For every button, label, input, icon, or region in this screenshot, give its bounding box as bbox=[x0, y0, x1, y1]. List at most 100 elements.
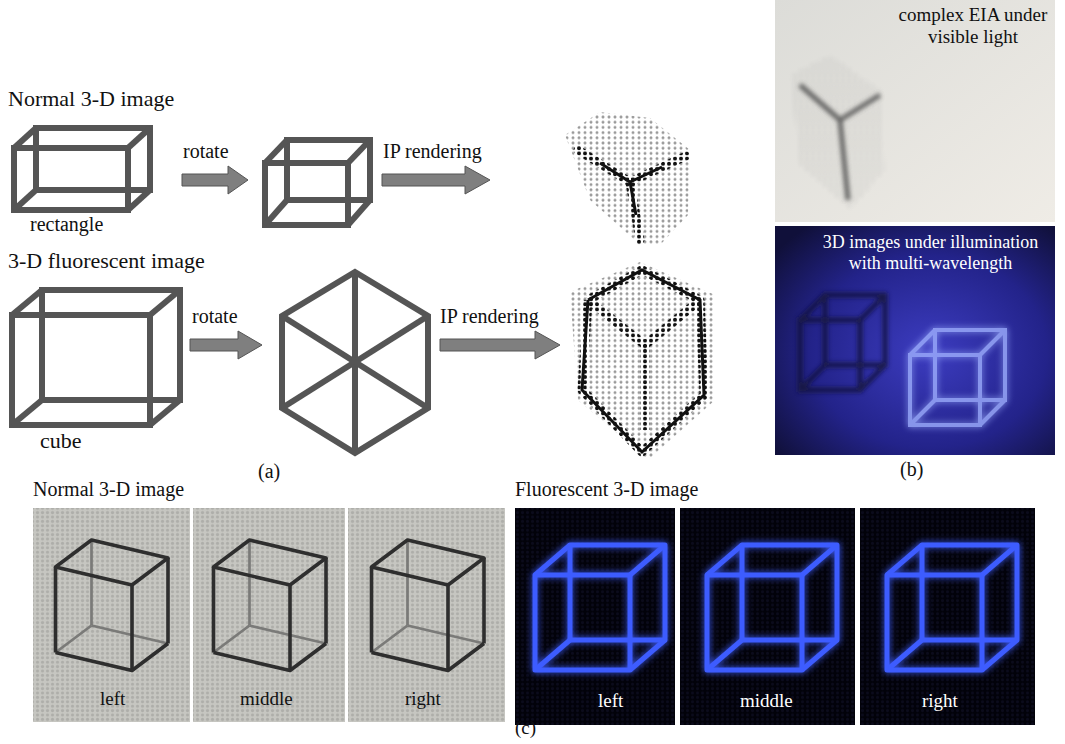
ip-rendered-cube-part bbox=[582, 270, 704, 452]
ip-rendered-rectangle-part bbox=[578, 150, 686, 240]
arrow-label: IP rendering bbox=[440, 305, 539, 328]
rotated-cube-part bbox=[282, 316, 428, 408]
shape-name: rectangle bbox=[30, 213, 103, 236]
view-label: middle bbox=[240, 688, 293, 710]
visible-light-photo-part bbox=[775, 0, 1055, 222]
rotated-rectangle-part bbox=[265, 200, 287, 225]
multi-wavelength-photo-part-part bbox=[800, 320, 860, 390]
row-heading: Normal 3-D image bbox=[33, 478, 184, 501]
fluorescent-photo-part bbox=[535, 545, 665, 670]
visible-light-photo bbox=[775, 0, 1055, 222]
process-arrow bbox=[440, 331, 560, 359]
rotated-cube-part bbox=[282, 272, 428, 453]
normal-photo-part bbox=[193, 508, 345, 722]
ip-rendered-rectangle-part-part bbox=[578, 150, 630, 182]
fluorescent-photo-part bbox=[887, 545, 1017, 670]
ip-rendered-cube-part-part bbox=[582, 270, 704, 452]
view-label: left bbox=[598, 690, 623, 712]
fluorescent-photo-part-part bbox=[707, 545, 837, 670]
row-heading: 3-D fluorescent image bbox=[8, 248, 205, 273]
normal-photo-part-part bbox=[56, 540, 169, 671]
multi-wavelength-photo-part-part bbox=[825, 295, 885, 365]
fluorescent-photo-part bbox=[860, 508, 1035, 725]
cube-wireframe bbox=[12, 290, 180, 425]
multi-wavelength-photo-part-part bbox=[910, 355, 980, 425]
normal-photo bbox=[193, 508, 345, 722]
cube-wireframe-part bbox=[12, 400, 42, 425]
ip-rendered-rectangle-part bbox=[565, 112, 690, 245]
rotated-rectangle-part bbox=[348, 200, 370, 225]
rectangle-wireframe bbox=[14, 128, 150, 210]
fluorescent-photo-part-part bbox=[535, 545, 665, 670]
view-label: right bbox=[922, 690, 958, 712]
rotated-rectangle-part bbox=[348, 140, 370, 163]
ip-rendered-rectangle-part bbox=[600, 163, 662, 215]
ip-rendered-cube-part bbox=[582, 270, 704, 452]
multi-wavelength-photo-part-part bbox=[910, 400, 935, 425]
normal-photo-part bbox=[372, 540, 485, 671]
rotated-rectangle-part bbox=[265, 163, 348, 225]
rectangle-wireframe-part bbox=[36, 128, 150, 190]
cube-wireframe-part bbox=[150, 290, 180, 315]
normal-photo-part-part bbox=[372, 540, 485, 671]
panel-label: (c) bbox=[515, 717, 536, 739]
process-arrow bbox=[190, 331, 262, 359]
ip-rendered-cube-part bbox=[570, 262, 715, 460]
multi-wavelength-photo-part-part bbox=[935, 330, 1005, 400]
fluorescent-photo-part bbox=[707, 545, 837, 670]
normal-photo-part bbox=[348, 508, 505, 722]
normal-photo-part bbox=[214, 540, 327, 671]
shape-name: cube bbox=[40, 428, 82, 453]
multi-wavelength-photo bbox=[775, 226, 1055, 455]
visible-light-photo-part bbox=[800, 85, 880, 200]
ip-rendered-cube-part-part bbox=[582, 270, 704, 452]
cube-wireframe-part bbox=[150, 400, 180, 425]
panel-label: (a) bbox=[258, 460, 280, 483]
ip-rendered-cube-part-part bbox=[588, 300, 700, 345]
rectangle-wireframe-part bbox=[14, 128, 36, 148]
multi-wavelength-photo-part-part bbox=[860, 295, 885, 320]
rotated-cube-part bbox=[282, 316, 428, 408]
multi-wavelength-photo-part bbox=[775, 226, 1055, 455]
fluorescent-photo-part bbox=[515, 508, 675, 725]
view-label: middle bbox=[740, 690, 793, 712]
rotated-rectangle-part bbox=[287, 140, 370, 200]
process-arrow bbox=[382, 166, 490, 194]
normal-photo bbox=[33, 508, 190, 722]
visible-light-photo-part-part bbox=[840, 120, 848, 200]
process-arrow bbox=[182, 166, 248, 194]
row-heading: Normal 3-D image bbox=[8, 86, 174, 111]
ip-rendered-rectangle-part-part bbox=[630, 156, 686, 182]
cube-wireframe-part bbox=[12, 315, 150, 425]
rotated-cube bbox=[282, 272, 428, 453]
normal-photo-part bbox=[33, 508, 190, 722]
multi-wavelength-photo-part-part bbox=[980, 330, 1005, 355]
ip-rendered-cube-part-part bbox=[641, 345, 650, 430]
ip-rendered-rectangle-part-part bbox=[630, 182, 636, 215]
rectangle-wireframe-part bbox=[128, 128, 150, 148]
multi-wavelength-photo-part-part bbox=[910, 330, 935, 355]
rotated-rectangle bbox=[265, 140, 370, 225]
multi-wavelength-photo-part-part bbox=[860, 365, 885, 390]
visible-light-photo-part bbox=[790, 55, 885, 210]
fluorescent-photo bbox=[860, 508, 1035, 725]
fluorescent-photo bbox=[680, 508, 855, 725]
photo-caption: complex EIA under visible light bbox=[893, 4, 1053, 48]
fluorescent-photo-part-part bbox=[887, 545, 1017, 670]
ip-rendered-rectangle bbox=[565, 112, 690, 245]
multi-wavelength-photo-part-part bbox=[800, 365, 825, 390]
multi-wavelength-photo-part bbox=[800, 295, 885, 390]
row-heading: Fluorescent 3-D image bbox=[515, 478, 698, 501]
rectangle-wireframe-part bbox=[14, 190, 36, 210]
multi-wavelength-photo-part-part bbox=[980, 400, 1005, 425]
rotated-rectangle-part bbox=[265, 140, 287, 163]
ip-rendered-rectangle-part-part bbox=[630, 167, 662, 182]
rectangle-wireframe-part bbox=[14, 148, 128, 210]
cube-wireframe-part bbox=[12, 290, 42, 315]
photo-caption: 3D images under illumination with multi-… bbox=[808, 232, 1053, 273]
multi-wavelength-photo-part-part bbox=[800, 295, 825, 320]
fluorescent-photo bbox=[515, 508, 675, 725]
ip-rendered-rectangle-part-part bbox=[630, 182, 640, 240]
arrow-label: rotate bbox=[183, 140, 229, 163]
